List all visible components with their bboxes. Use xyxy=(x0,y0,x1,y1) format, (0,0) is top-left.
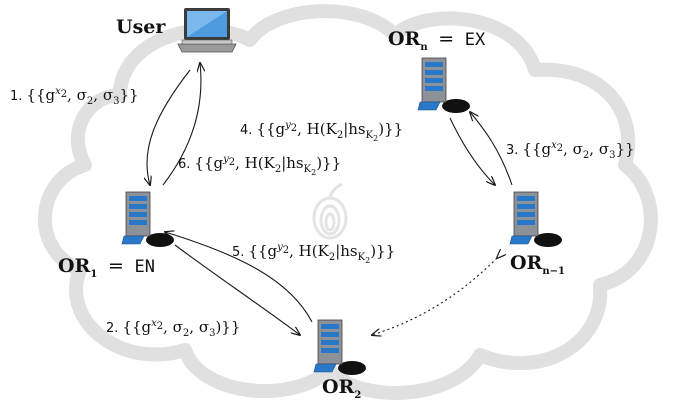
arrow-step-2 xyxy=(174,244,300,335)
message-label-step-2: 2.{{gx2, σ2, σ3)}} xyxy=(106,318,241,339)
arrow-step-1 xyxy=(147,69,191,185)
message-label-step-3: 3.{{gx2, σ2, σ3}} xyxy=(506,140,635,161)
node-label-orn1: ORn−1 xyxy=(510,252,565,277)
arrow-step-3 xyxy=(470,112,513,186)
server-icon xyxy=(121,191,174,247)
cloud-background xyxy=(38,4,658,400)
server-icon xyxy=(417,57,470,113)
arrow-step-6 xyxy=(162,63,201,186)
node-label-orn: ORn = EX xyxy=(388,28,486,53)
server-icon xyxy=(509,191,562,247)
message-label-step-5: 5.{{gy2, H(K2|hsK2)}} xyxy=(232,242,396,265)
arrow-step-4 xyxy=(449,117,495,185)
arrow-dotted-link xyxy=(372,258,497,335)
laptop-icon xyxy=(177,8,237,53)
message-label-step-4: 4.{{gy2, H(K2|hsK2)}} xyxy=(240,120,404,143)
arrow-step-5 xyxy=(165,232,313,323)
onion-watermark-icon xyxy=(312,182,348,240)
node-label-user: User xyxy=(116,16,166,38)
message-label-step-6: 6.{{gy2, H(K2|hsK2)}} xyxy=(178,154,342,177)
server-icon xyxy=(313,319,366,375)
message-label-step-1: 1.{{gx2, σ2, σ3}} xyxy=(10,86,139,107)
node-label-or2: OR2 xyxy=(322,376,362,401)
node-label-or1: OR1 = EN xyxy=(58,255,155,280)
